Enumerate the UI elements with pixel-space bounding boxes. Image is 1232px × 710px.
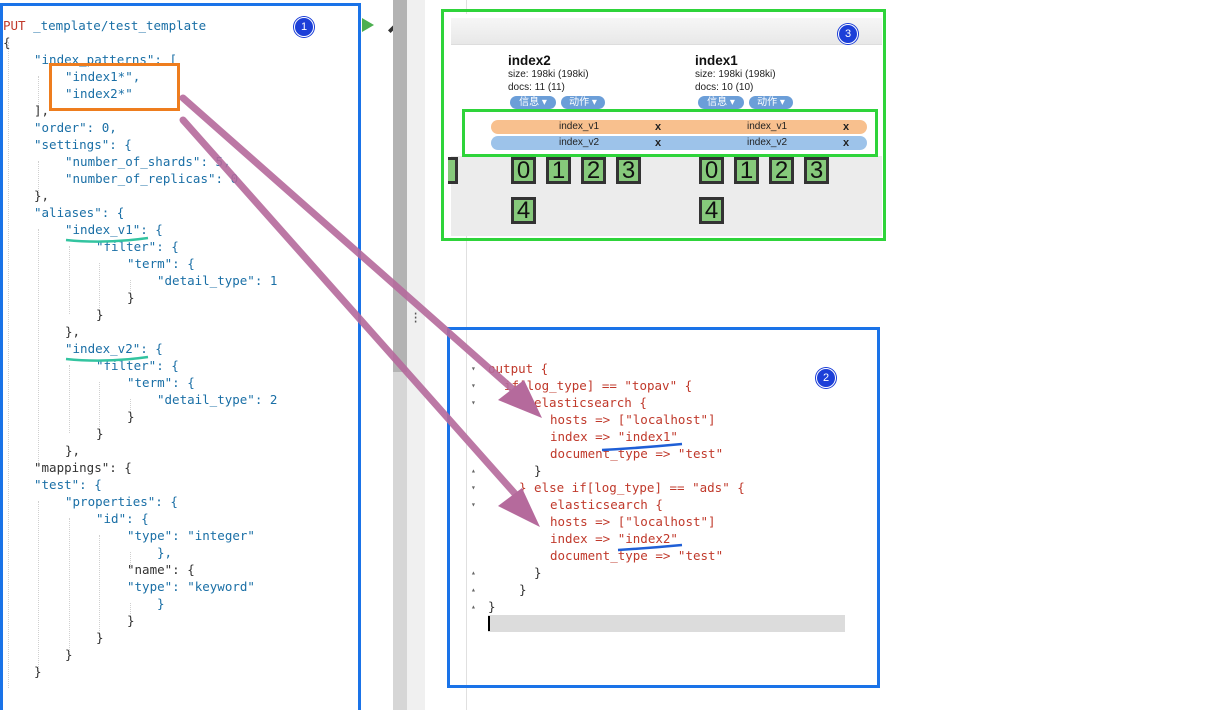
shard[interactable]: 2 <box>769 157 794 184</box>
code-line: }, <box>34 188 50 203</box>
config-line: index => "index1" <box>550 429 678 444</box>
request-line: PUT _template/test_template <box>3 17 206 34</box>
code-line: } <box>127 613 135 628</box>
annotation-box-patterns <box>49 63 180 111</box>
annotation-box-2 <box>447 327 880 688</box>
alias-label: index_v2 <box>747 137 788 148</box>
badge-3: 3 <box>838 24 858 44</box>
info-button[interactable]: 信息 ▾ <box>698 96 744 109</box>
action-button[interactable]: 动作 ▾ <box>561 96 605 109</box>
code-line: "order": 0, <box>34 120 117 135</box>
cluster-header <box>451 18 882 45</box>
http-method: PUT <box>3 18 26 33</box>
code-line: ], <box>34 103 50 118</box>
config-line: } <box>534 565 542 580</box>
shard[interactable]: 0 <box>699 157 724 184</box>
badge-1: 1 <box>294 17 314 37</box>
shard[interactable]: 4 <box>699 197 724 224</box>
config-line: } <box>488 599 496 614</box>
code-line: } <box>96 307 104 322</box>
fold-icon[interactable]: ▴ <box>471 568 476 577</box>
config-line: elasticsearch { <box>550 497 663 512</box>
code-line: } <box>96 426 104 441</box>
shard[interactable]: 1 <box>546 157 571 184</box>
splitter-handle-icon[interactable]: ··· <box>412 307 420 329</box>
code-line: "id": { <box>96 511 149 526</box>
code-line: "settings": { <box>34 137 132 152</box>
index-size: size: 198ki (198ki) <box>695 69 776 80</box>
code-line: } <box>65 647 73 662</box>
alias-label: index_v2 <box>559 137 600 148</box>
index-docs: docs: 10 (10) <box>695 82 754 93</box>
alias-label: index_v1 <box>559 121 600 132</box>
run-request-icon[interactable] <box>362 18 374 32</box>
remove-alias-button[interactable]: x <box>655 137 662 149</box>
code-line: }, <box>65 443 81 458</box>
code-line: } <box>34 664 42 679</box>
config-line: } <box>519 582 527 597</box>
config-line: document_type => "test" <box>550 548 724 563</box>
editor-scrollbar[interactable] <box>393 0 407 372</box>
fold-icon[interactable]: ▴ <box>471 602 476 611</box>
alias-row-index-v2: index_v2 x index_v2 x <box>491 136 867 150</box>
text-cursor <box>488 616 490 631</box>
code-line: "aliases": { <box>34 205 125 220</box>
badge-2: 2 <box>816 368 836 388</box>
code-line: "properties": { <box>65 494 178 509</box>
code-line: } <box>96 630 104 645</box>
shard[interactable]: 3 <box>616 157 641 184</box>
code-line: } <box>127 409 135 424</box>
index-docs: docs: 11 (11) <box>508 82 565 93</box>
shard[interactable]: 2 <box>581 157 606 184</box>
config-line: } <box>534 463 542 478</box>
config-line: index => "index2" <box>550 531 678 546</box>
alias-row-index-v1: index_v1 x index_v1 x <box>491 120 867 134</box>
index-size: size: 198ki (198ki) <box>508 69 589 80</box>
code-line: "mappings": { <box>34 460 132 475</box>
active-line-highlight <box>488 615 845 632</box>
code-line: "index_v2": { <box>65 341 163 356</box>
remove-alias-button[interactable]: x <box>843 137 850 149</box>
remove-alias-button[interactable]: x <box>655 121 662 133</box>
code-line: "test": { <box>34 477 102 492</box>
annotation-box-aliases <box>462 109 878 157</box>
editor-scrollbar-track <box>393 372 407 710</box>
code-line: }, <box>157 545 173 560</box>
code-line: "type": "keyword" <box>127 579 255 594</box>
config-line: hosts => ["localhost"] <box>550 412 716 427</box>
fold-icon[interactable]: ▴ <box>471 585 476 594</box>
remove-alias-button[interactable]: x <box>843 121 850 133</box>
shard[interactable]: 1 <box>734 157 759 184</box>
code-line: "index2*" <box>65 86 133 101</box>
pane-divider[interactable] <box>407 0 425 710</box>
code-line: "index1*", <box>65 69 141 84</box>
action-button[interactable]: 动作 ▾ <box>749 96 793 109</box>
code-line: "type": "integer" <box>127 528 255 543</box>
code-line: "index_v1": { <box>65 222 163 237</box>
code-line: "name": { <box>127 562 195 577</box>
config-line: elasticsearch { <box>534 395 647 410</box>
code-line: { <box>3 35 11 50</box>
index-name: index2 <box>508 53 551 68</box>
code-line: } <box>157 596 165 611</box>
alias-label: index_v1 <box>747 121 788 132</box>
code-line: }, <box>65 324 81 339</box>
index-name: index1 <box>695 53 738 68</box>
config-line: hosts => ["localhost"] <box>550 514 716 529</box>
request-path: _template/test_template <box>25 18 207 33</box>
code-line: } <box>127 290 135 305</box>
shard[interactable]: 3 <box>804 157 829 184</box>
